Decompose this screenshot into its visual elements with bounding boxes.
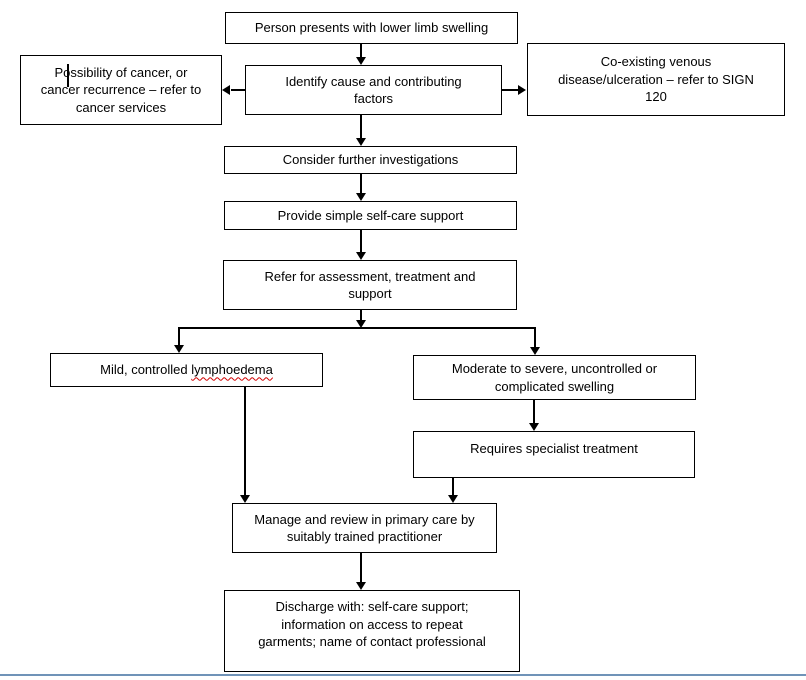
connector-selfcare-refer-line xyxy=(360,230,362,253)
arrowhead-left-cancer xyxy=(222,85,230,95)
connector-branch-mild-line xyxy=(178,327,180,345)
mild-label-plain: Mild, controlled xyxy=(100,362,192,378)
node-venous-disease: Co-existing venous disease/ulceration – … xyxy=(527,43,785,116)
connector-investigations-selfcare-line xyxy=(360,174,362,194)
node-person-presents-label: Person presents with lower limb swelling xyxy=(254,20,489,36)
connector-refer-branch-line xyxy=(360,310,362,321)
node-further-investigations-label: Consider further investigations xyxy=(282,152,459,168)
node-person-presents: Person presents with lower limb swelling xyxy=(225,12,518,44)
node-further-investigations: Consider further investigations xyxy=(224,146,517,174)
node-mild-lymphoedema: Mild, controlled lymphoedema xyxy=(50,353,323,387)
node-specialist-treatment-label: Requires specialist treatment xyxy=(470,441,638,456)
mild-label-spellchecked-word: lymphoedema xyxy=(191,362,273,378)
page-bottom-rule xyxy=(0,674,806,676)
arrowhead-down-branch xyxy=(356,320,366,328)
branch-horizontal-line xyxy=(179,327,536,329)
arrowhead-down-selfcare xyxy=(356,193,366,201)
node-cancer-referral-label: Possibility of cancer, or cancer recurre… xyxy=(40,64,202,115)
text-cursor xyxy=(67,64,69,87)
connector-mild-manage-line xyxy=(244,387,246,495)
node-refer-assessment: Refer for assessment, treatment and supp… xyxy=(223,260,517,310)
node-refer-assessment-label: Refer for assessment, treatment and supp… xyxy=(264,268,476,302)
node-mild-lymphoedema-label: Mild, controlled lymphoedema xyxy=(100,361,273,379)
node-specialist-treatment: Requires specialist treatment xyxy=(413,431,695,478)
arrowhead-down-moderate xyxy=(530,347,540,355)
node-discharge: Discharge with: self-care support; infor… xyxy=(224,590,520,672)
node-selfcare-support: Provide simple self-care support xyxy=(224,201,517,230)
connector-identify-venous-line xyxy=(502,89,518,91)
arrowhead-down-discharge xyxy=(356,582,366,590)
node-identify-cause-label: Identify cause and contributing factors xyxy=(285,73,462,107)
connector-moderate-specialist-line xyxy=(533,400,535,423)
connector-present-identify-line xyxy=(360,44,362,58)
connector-identify-investigations-line xyxy=(360,115,362,139)
connector-identify-cancer-line xyxy=(231,89,245,91)
arrowhead-down-specialist xyxy=(529,423,539,431)
arrowhead-down-mild xyxy=(174,345,184,353)
connector-branch-moderate-line xyxy=(534,327,536,347)
node-manage-primary-care: Manage and review in primary care by sui… xyxy=(232,503,497,553)
connector-specialist-manage-line xyxy=(452,478,454,495)
arrowhead-down-investigations xyxy=(356,138,366,146)
arrowhead-right-venous xyxy=(518,85,526,95)
node-cancer-referral: Possibility of cancer, or cancer recurre… xyxy=(20,55,222,125)
arrowhead-down-identify xyxy=(356,57,366,65)
node-identify-cause: Identify cause and contributing factors xyxy=(245,65,502,115)
node-discharge-label: Discharge with: self-care support; infor… xyxy=(258,599,486,649)
connector-manage-discharge-line xyxy=(360,553,362,582)
node-venous-disease-label: Co-existing venous disease/ulceration – … xyxy=(558,54,754,105)
arrowhead-down-manage-right xyxy=(448,495,458,503)
arrowhead-down-manage-left xyxy=(240,495,250,503)
node-moderate-severe-label: Moderate to severe, uncontrolled or comp… xyxy=(451,361,658,394)
arrowhead-down-refer xyxy=(356,252,366,260)
node-selfcare-support-label: Provide simple self-care support xyxy=(277,207,464,223)
node-manage-primary-care-label: Manage and review in primary care by sui… xyxy=(254,511,475,545)
node-moderate-severe: Moderate to severe, uncontrolled or comp… xyxy=(413,355,696,400)
